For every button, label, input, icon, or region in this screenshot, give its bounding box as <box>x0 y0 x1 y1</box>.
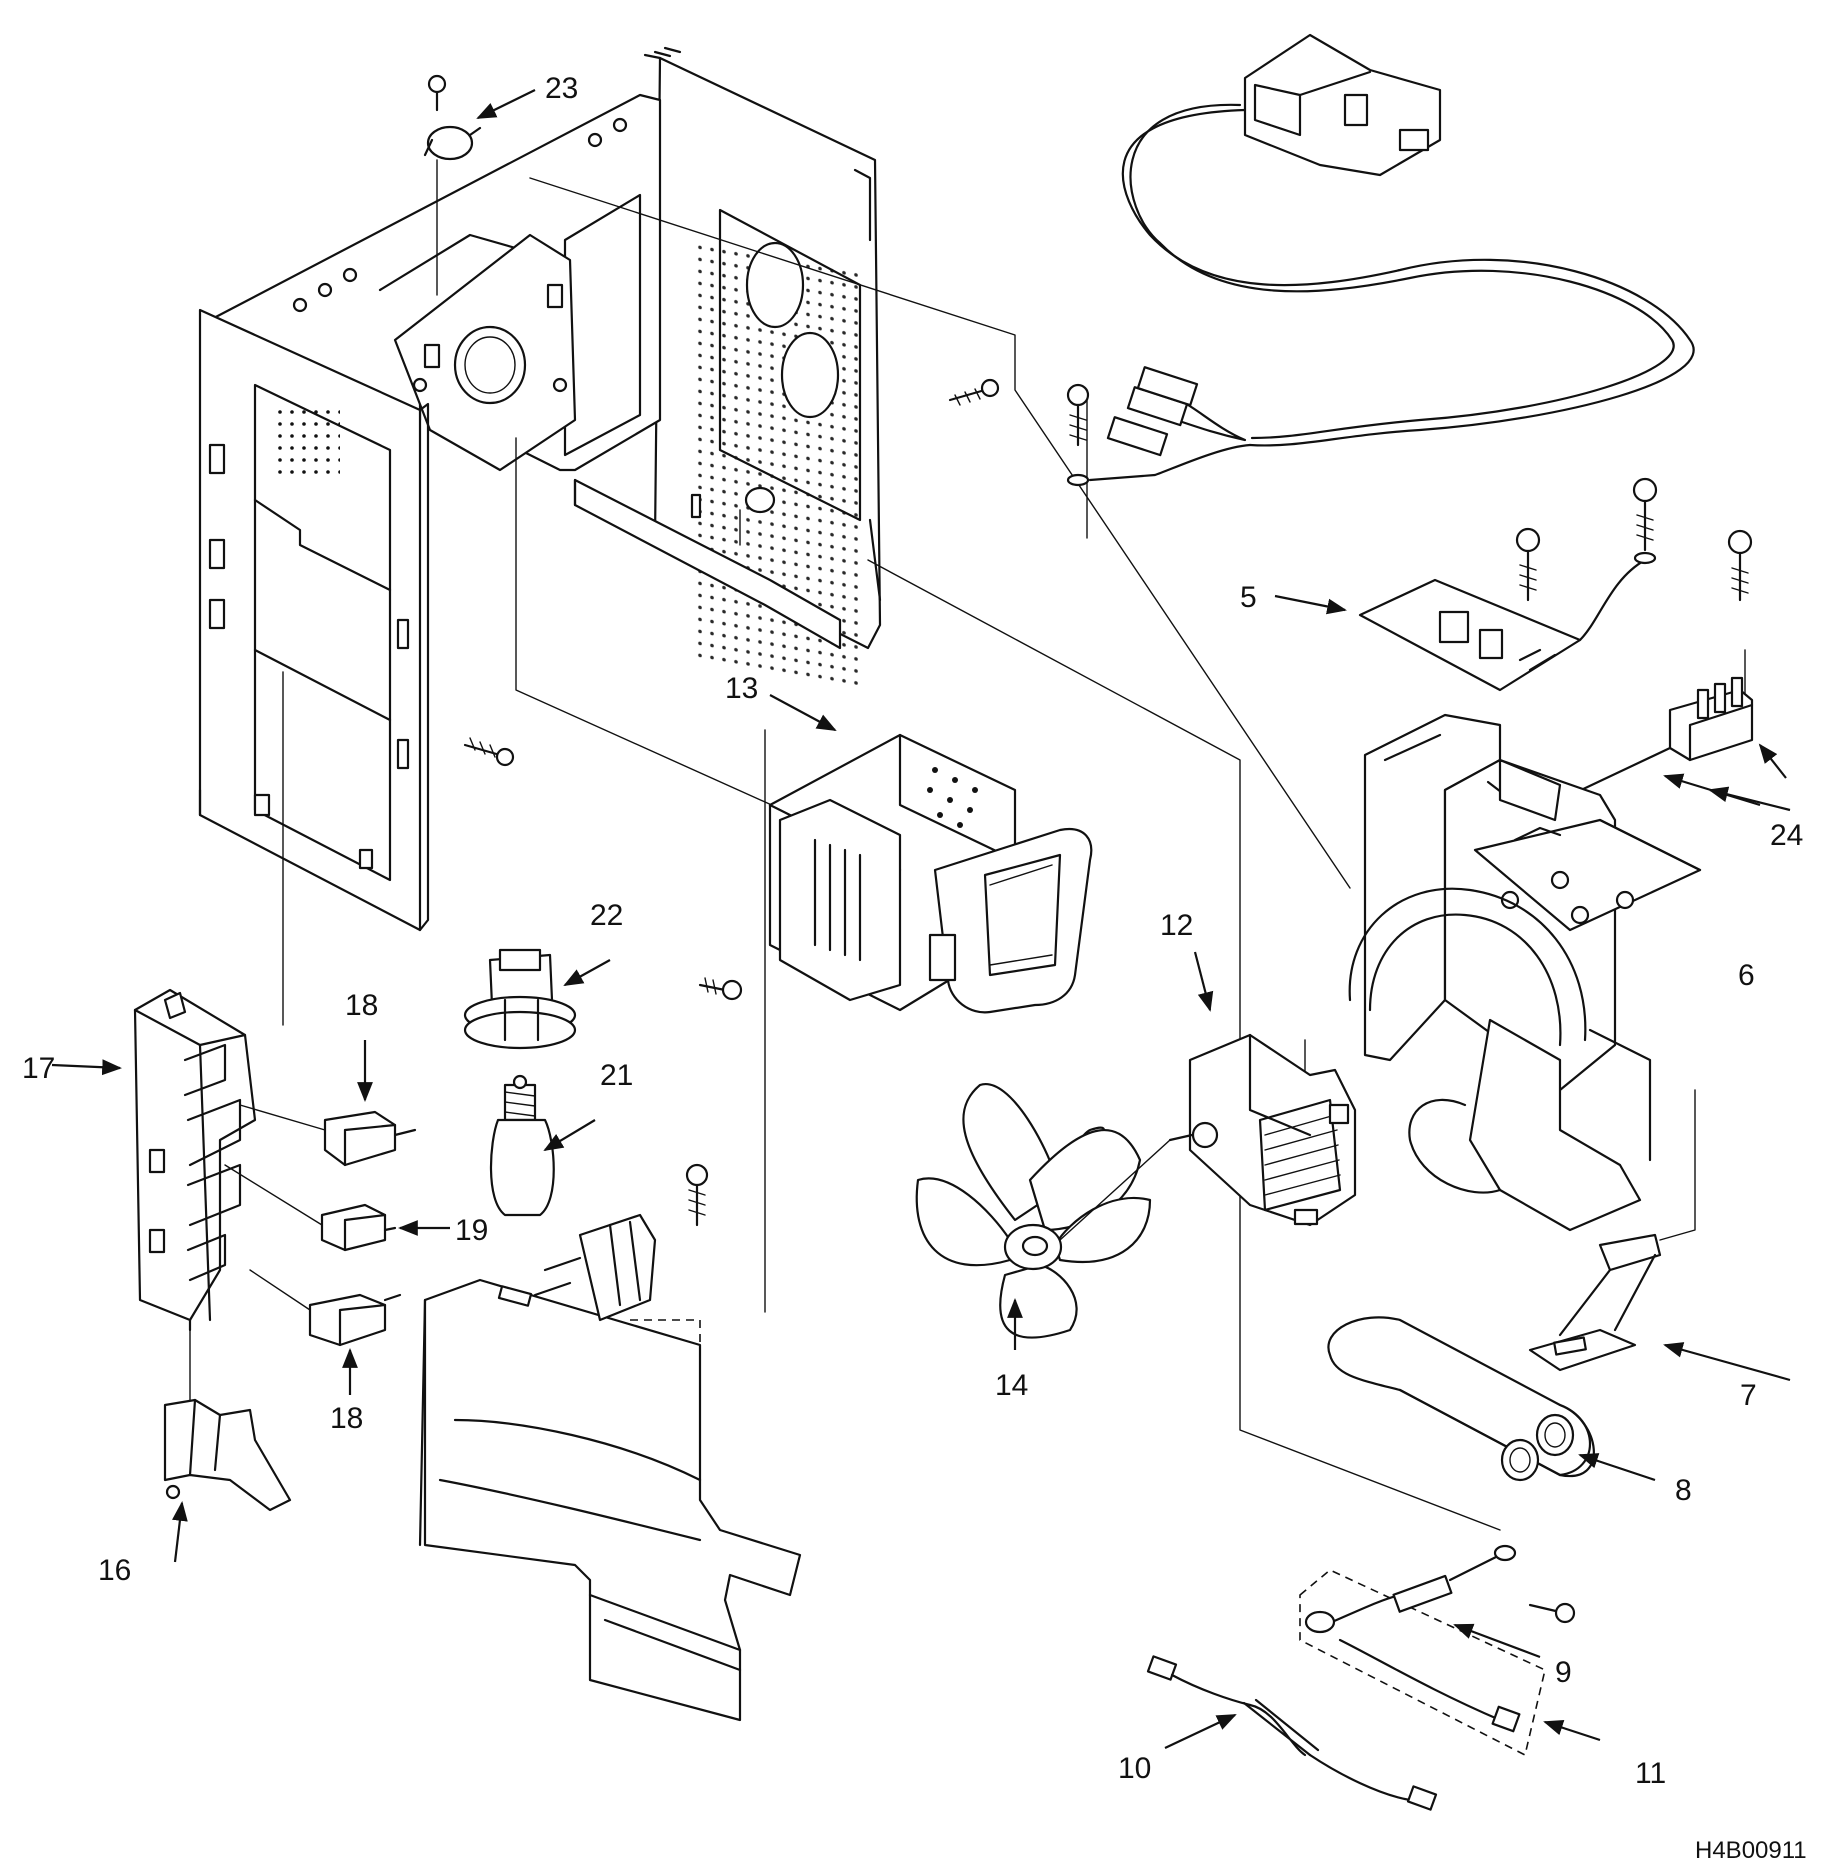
label-18-bottom: 18 <box>330 1402 363 1435</box>
fan-duct-bracket-6 <box>1348 713 1702 1232</box>
label-13: 13 <box>725 672 758 705</box>
hv-diode-fuse-group <box>1299 1544 1546 1757</box>
oven-cavity-chassis <box>198 46 882 932</box>
label-6: 6 <box>1738 959 1755 992</box>
capacitor-bracket-7 <box>1528 1233 1662 1372</box>
part-number-labels: 23 5 13 24 6 22 12 18 17 21 19 7 14 18 8… <box>22 72 1807 1864</box>
label-18-top: 18 <box>345 989 378 1022</box>
door-latch-board-17 <box>133 988 257 1332</box>
fuse-10 <box>1146 1655 1438 1811</box>
label-19: 19 <box>455 1214 488 1247</box>
thermal-cutout-23 <box>423 74 482 296</box>
fan-motor-12 <box>1168 1033 1357 1227</box>
switch-18-bottom <box>249 1269 402 1347</box>
label-17: 17 <box>22 1052 55 1085</box>
label-10: 10 <box>1118 1752 1151 1785</box>
circuit-board-5 <box>1358 551 1657 692</box>
lamp-socket-22 <box>463 948 577 1050</box>
label-23: 23 <box>545 72 578 105</box>
switch-19 <box>224 1164 397 1252</box>
power-cord <box>1066 33 1695 487</box>
label-9: 9 <box>1555 1656 1572 1689</box>
air-guide-duct <box>418 1213 802 1722</box>
terminal-block-24 <box>1558 676 1754 802</box>
label-5: 5 <box>1240 581 1257 614</box>
magnetron-13 <box>768 733 1093 1014</box>
label-24: 24 <box>1770 819 1803 852</box>
label-16: 16 <box>98 1554 131 1587</box>
drawing-code: H4B00911 <box>1695 1837 1807 1864</box>
label-22: 22 <box>590 899 623 932</box>
switch-18-top <box>239 1104 417 1167</box>
label-21: 21 <box>600 1059 633 1092</box>
fan-blade-14 <box>915 1083 1171 1339</box>
label-12: 12 <box>1160 909 1193 942</box>
label-8: 8 <box>1675 1474 1692 1507</box>
label-11: 11 <box>1635 1757 1666 1790</box>
latch-hook-16 <box>163 1329 292 1512</box>
label-14: 14 <box>995 1369 1028 1402</box>
screws <box>463 378 1753 1624</box>
callout-arrows <box>51 89 1791 1749</box>
lamp-bulb-21 <box>489 1074 555 1217</box>
label-7: 7 <box>1740 1379 1757 1412</box>
